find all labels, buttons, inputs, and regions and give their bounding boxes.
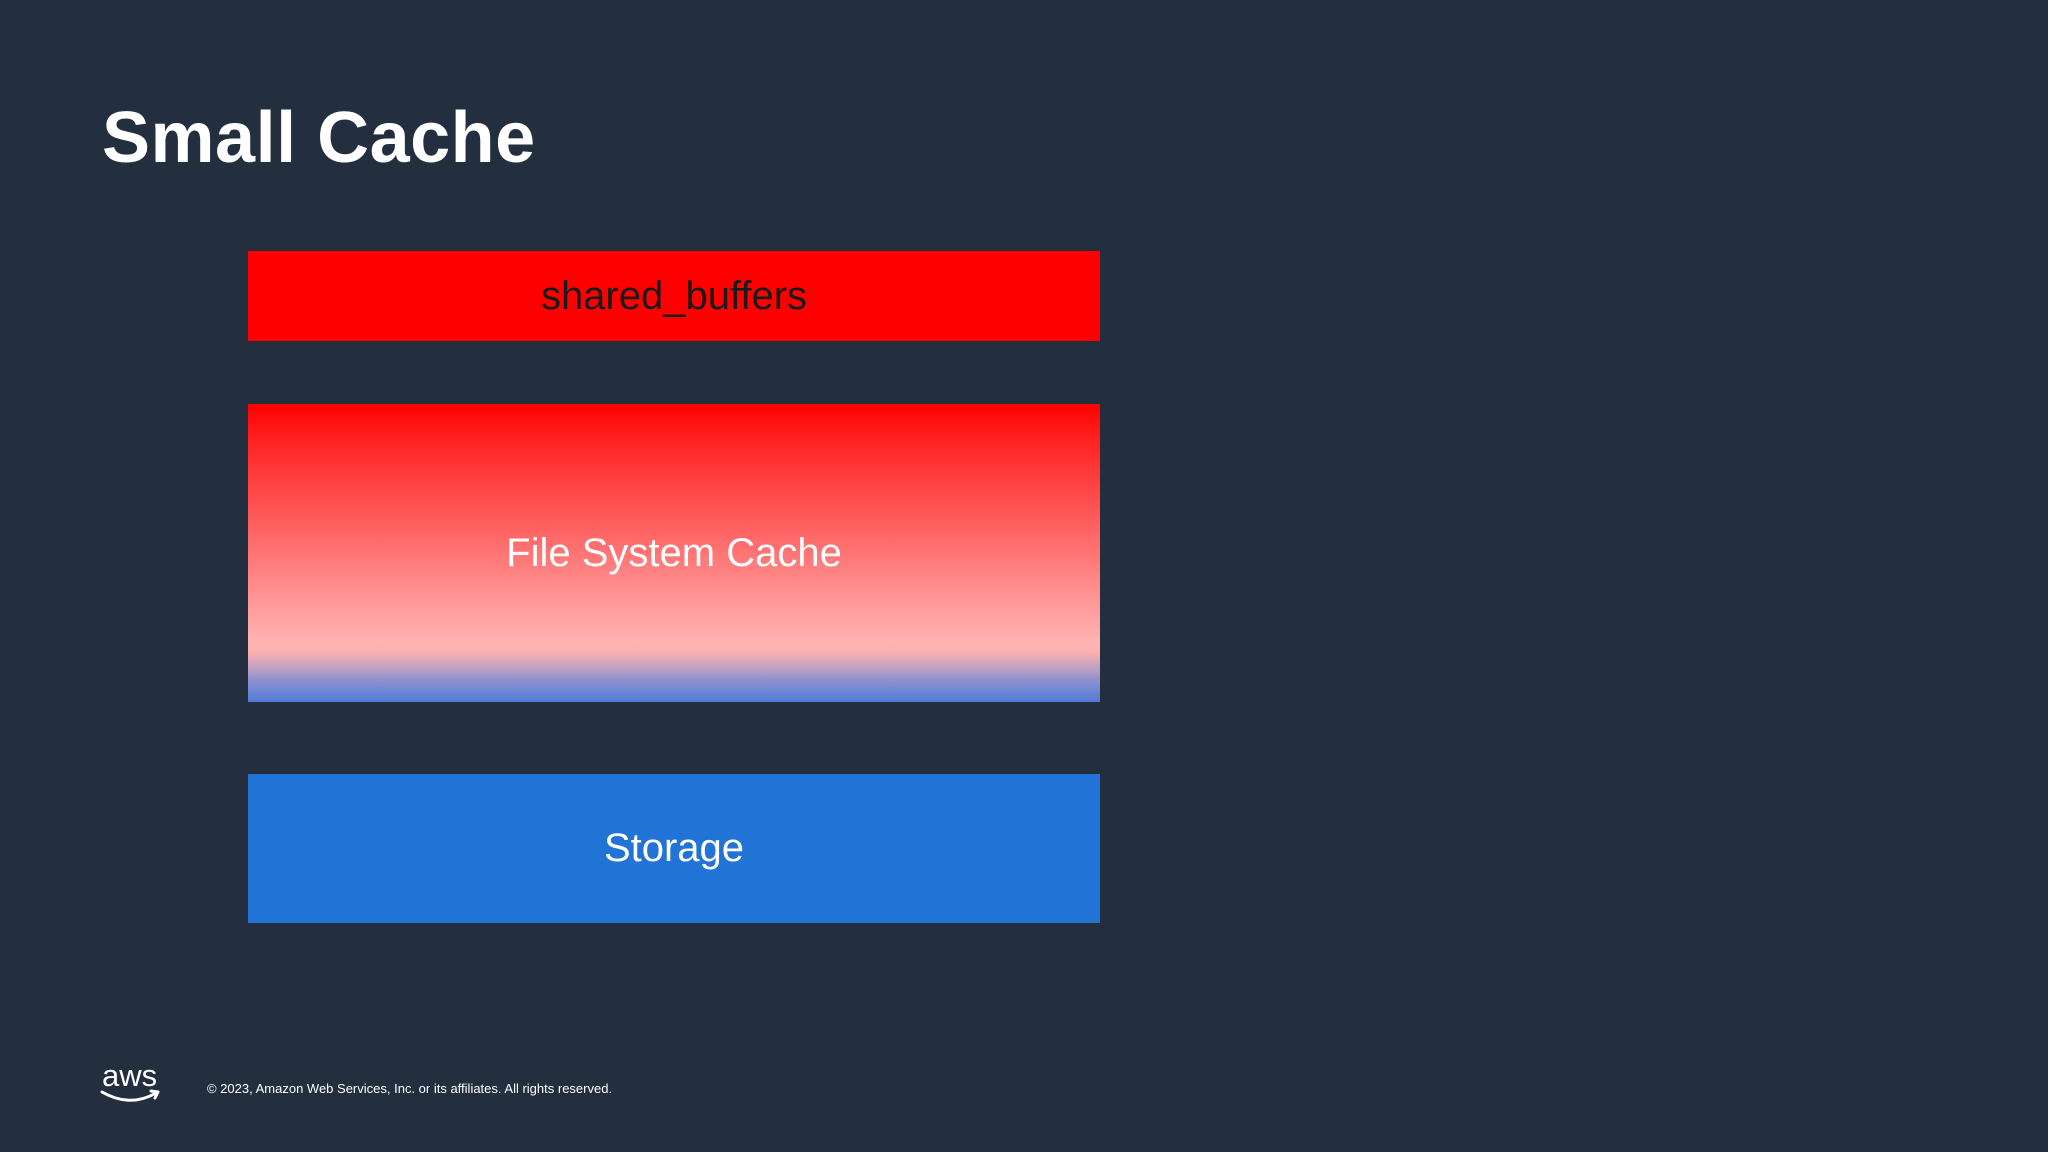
shared-buffers-label: shared_buffers <box>540 273 808 318</box>
storage-label: Storage <box>603 826 745 870</box>
file-system-cache-box: File System Cache <box>248 404 1100 702</box>
aws-smile-icon <box>100 1090 158 1102</box>
storage-box: Storage <box>248 774 1100 923</box>
aws-smile-arrow-icon <box>149 1089 160 1100</box>
aws-logo-text: aws <box>102 1058 157 1093</box>
file-system-cache-label: File System Cache <box>506 530 842 575</box>
shared-buffers-box: shared_buffers <box>248 251 1100 341</box>
slide-title: Small Cache <box>102 98 536 178</box>
copyright-text: © 2023, Amazon Web Services, Inc. or its… <box>207 1081 613 1096</box>
aws-logo-icon: aws <box>100 1058 160 1102</box>
